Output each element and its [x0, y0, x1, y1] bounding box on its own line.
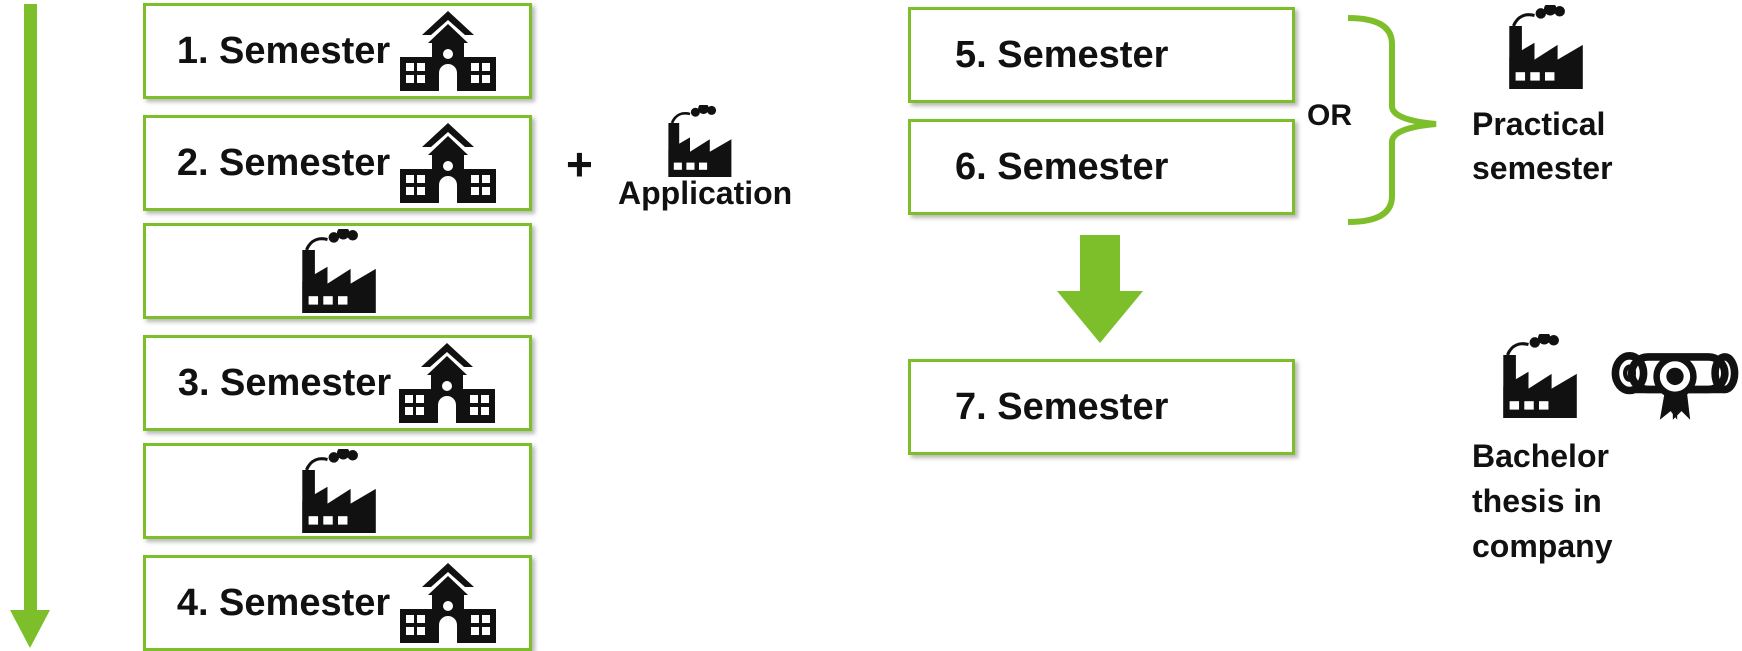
- diploma-icon: [1610, 346, 1740, 422]
- school-icon: [398, 123, 498, 203]
- semester-label: 4. Semester: [176, 581, 391, 624]
- semester-label: 2. Semester: [176, 141, 391, 184]
- factory-icon: [296, 229, 380, 313]
- down-arrow: [1057, 235, 1143, 343]
- semester-7-box: 7. Semester: [908, 359, 1295, 455]
- semester-4-box: 4. Semester: [143, 555, 532, 651]
- thesis-line-2: thesis in: [1472, 483, 1602, 519]
- factory-icon: [296, 449, 380, 533]
- factory-icon: [1503, 5, 1587, 89]
- semester-3-box: 3. Semester: [143, 335, 532, 431]
- semester-5-box: 5. Semester: [908, 7, 1295, 103]
- semester-label: 5. Semester: [955, 33, 1169, 76]
- semester-1-box: 1. Semester: [143, 3, 532, 99]
- semester-label: 6. Semester: [955, 145, 1169, 188]
- thesis-line-1: Bachelor: [1472, 438, 1609, 474]
- thesis-line-3: company: [1472, 528, 1613, 564]
- curly-brace: [1347, 15, 1437, 225]
- school-icon: [398, 11, 498, 91]
- semester-2-box: 2. Semester: [143, 115, 532, 211]
- plus-sign: +: [566, 138, 593, 190]
- internship-box-1: [143, 223, 532, 319]
- practical-semester-line-2: semester: [1472, 150, 1613, 186]
- semester-6-box: 6. Semester: [908, 119, 1295, 215]
- school-icon: [398, 563, 498, 643]
- semester-label: 3. Semester: [177, 361, 392, 404]
- factory-icon: [660, 105, 738, 177]
- or-label: OR: [1307, 99, 1352, 132]
- internship-box-2: [143, 443, 532, 539]
- semester-label: 1. Semester: [176, 29, 391, 72]
- timeline-arrow: [10, 4, 50, 648]
- semester-label: 7. Semester: [955, 385, 1169, 428]
- school-icon: [397, 343, 497, 423]
- application-label: Application: [618, 175, 793, 211]
- practical-semester-line-1: Practical: [1472, 106, 1606, 142]
- factory-icon: [1497, 334, 1581, 418]
